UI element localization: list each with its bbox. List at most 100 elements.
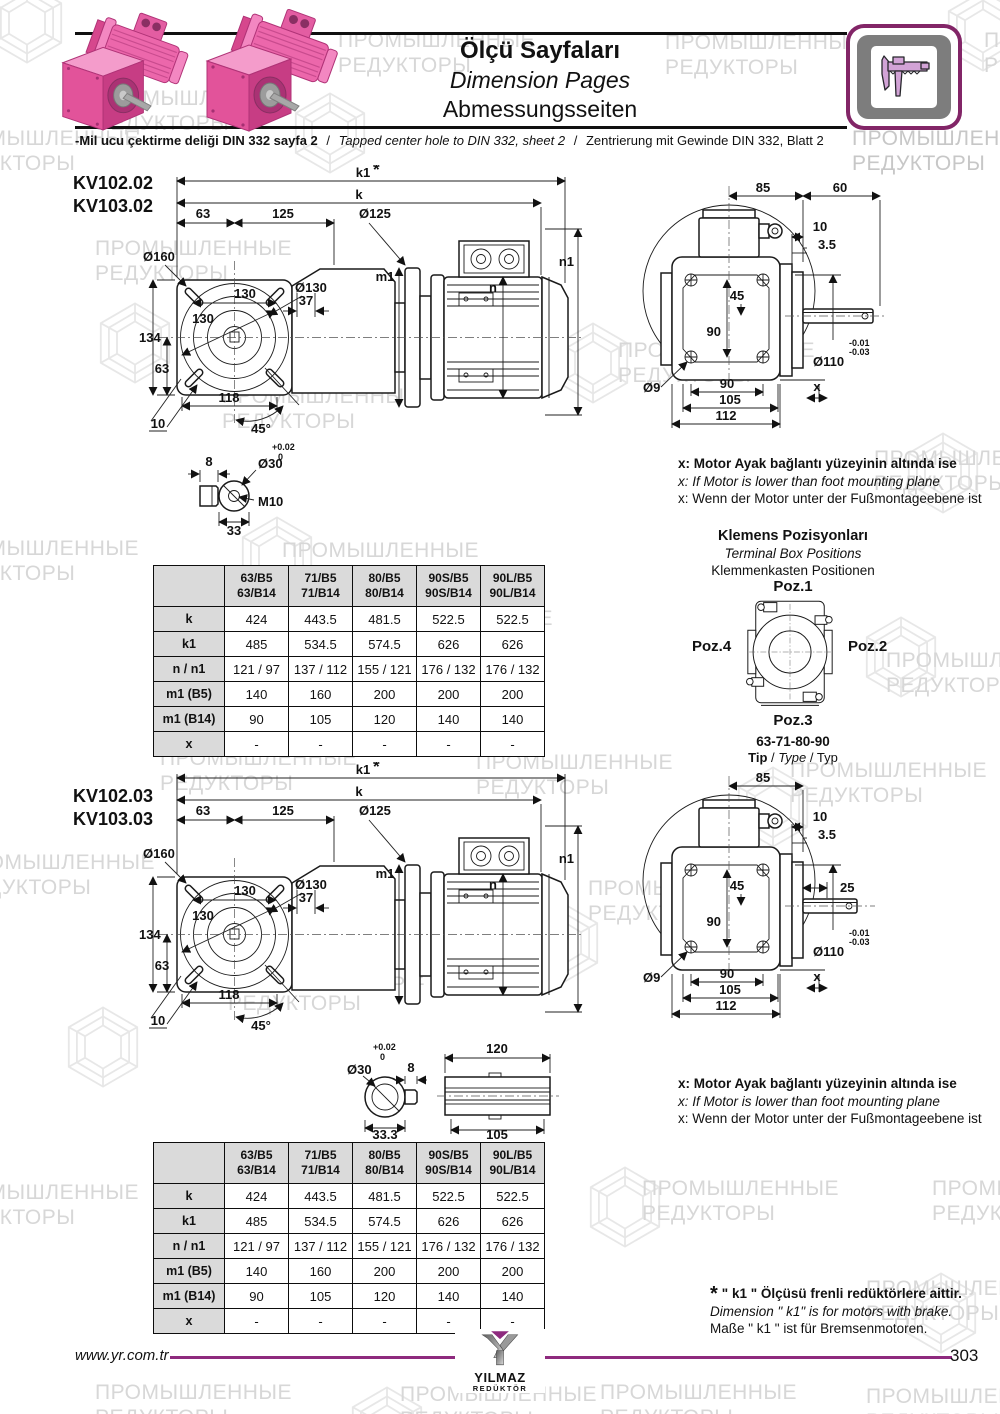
table-cell: 200: [480, 1258, 545, 1284]
page-title-en: Dimension Pages: [449, 67, 631, 93]
table-cell: 140: [480, 706, 545, 732]
dim-label: n1: [559, 254, 574, 269]
table-cell: 481.5: [352, 1183, 417, 1209]
header-top-rule: [75, 32, 847, 35]
model-kv103-03: KV103.03: [73, 808, 154, 829]
footer-rule: [170, 1356, 952, 1359]
caliper-glyph: [881, 55, 930, 97]
logo-subname: REDÜKTÖR: [472, 1384, 528, 1393]
motor-note-de: x: Wenn der Motor unter der Fußmontageeb…: [678, 1111, 982, 1127]
dim-label: 90: [707, 324, 721, 339]
table-cell: 424: [224, 606, 289, 632]
table-cell: 626: [416, 631, 481, 657]
dim-label: Ø125: [359, 206, 391, 221]
model-kv102-02: KV102.02: [73, 173, 154, 193]
table-cell: -: [224, 731, 289, 757]
table-cell: 90: [224, 1283, 289, 1309]
dim-label: k1: [356, 762, 370, 777]
terminal-box-positions: Klemens Pozisyonları Terminal Box Positi…: [688, 528, 988, 778]
table-cell: 137 / 112: [288, 1233, 353, 1259]
klemens-title-de: Klemmenkasten Positionen: [711, 563, 875, 578]
model-kv103-02: KV103.02: [73, 195, 154, 216]
dim-label: 3.5: [818, 827, 836, 842]
tip-tr: Tip: [748, 750, 768, 765]
dim-label: Ø9: [643, 380, 660, 395]
table-row: x-----: [153, 731, 545, 757]
dim-label: 3.5: [818, 237, 836, 252]
table-cell: 200: [352, 681, 417, 707]
poz4-label: Poz.4: [692, 638, 732, 655]
table-cell: 140: [224, 681, 289, 707]
table-cell: 443.5: [288, 1183, 353, 1209]
website-url[interactable]: www.yr.com.tr: [75, 1347, 169, 1364]
caliper-icon-plate: [857, 35, 951, 119]
dim-label: 134: [139, 927, 161, 942]
dim-label: Ø110: [813, 354, 844, 369]
table-cell: 105: [288, 1283, 353, 1309]
table-cell: 137 / 112: [288, 656, 353, 682]
table-col-header: 71/B5 71/B14: [288, 1142, 353, 1184]
table-cell: 155 / 121: [352, 1233, 417, 1259]
din-note-de: Zentrierung mit Gewinde DIN 332, Blatt 2: [585, 133, 824, 148]
dim-star: *: [373, 762, 380, 776]
dim-label: 112: [716, 408, 737, 423]
table-corner-cell: [153, 565, 225, 607]
asterisk: *: [710, 1283, 718, 1305]
table-cell: -: [416, 731, 481, 757]
dim-tolerance: -0.03: [849, 937, 870, 947]
table-col-header: 80/B5 80/B14: [352, 1142, 417, 1184]
separator: /: [573, 133, 578, 148]
table-row-label: m1 (B5): [153, 681, 225, 707]
table-cell: 485: [224, 1208, 289, 1234]
klemens-title-tr: Klemens Pozisyonları: [718, 528, 868, 544]
terminal-box-diagram: [746, 600, 833, 706]
rear-view-drawing-2: 85 10 3.5 25 45 90 -0.01 -0.03 Ø110 Ø9 9…: [642, 770, 875, 1019]
side-view-drawing-1: k1 * k 63 125 Ø125 Ø160 Ø130 130 130 134…: [139, 165, 583, 436]
table-row-label: k1: [153, 1208, 225, 1234]
dim-label: k: [355, 187, 363, 202]
motor-note-de: x: Wenn der Motor unter der Fußmontageeb…: [678, 491, 982, 507]
model-kv102-03: KV102.03: [73, 786, 154, 806]
dim-label: 45°: [251, 1018, 271, 1033]
table-cell: 424: [224, 1183, 289, 1209]
table-cell: 140: [416, 706, 481, 732]
table-cell: 522.5: [416, 1183, 481, 1209]
caliper-icon-panel: [871, 46, 937, 108]
motor-foot-note-2: x: Motor Ayak bağlantı yüzeyinin altında…: [678, 1075, 982, 1128]
tip-de: Typ: [816, 750, 838, 765]
dim-label: 33.3: [372, 1127, 397, 1140]
table-cell: 140: [416, 1283, 481, 1309]
poz2-label: Poz.2: [848, 638, 888, 655]
dim-label: 10: [151, 416, 165, 431]
dim-label: x: [813, 969, 821, 984]
model-label-section1: KV102.02 KV103.02: [73, 172, 153, 217]
dim-label: n1: [559, 851, 574, 866]
dim-label: 10: [813, 219, 827, 234]
table-cell: 120: [352, 706, 417, 732]
dim-label: 60: [833, 180, 847, 195]
caliper-icon: [846, 24, 962, 130]
dim-label: 90: [720, 376, 734, 391]
table-cell: 155 / 121: [352, 656, 417, 682]
dim-label: 130: [234, 883, 256, 898]
dim-tolerance: +0.02: [272, 442, 295, 452]
table-col-header: 90S/B5 90S/B14: [416, 565, 481, 607]
dim-tolerance: -0.01: [849, 338, 870, 348]
dim-label: 45°: [251, 421, 271, 436]
separator: /: [326, 133, 331, 148]
motor-note-tr: x: Motor Ayak bağlantı yüzeyinin altında…: [678, 456, 957, 471]
table-cell: 160: [288, 681, 353, 707]
rear-view-drawing-1: 85 60 10 3.5 45 90 -0.01 -0.03 Ø110 Ø9 9…: [642, 180, 887, 429]
dim-label: m1: [376, 269, 395, 284]
